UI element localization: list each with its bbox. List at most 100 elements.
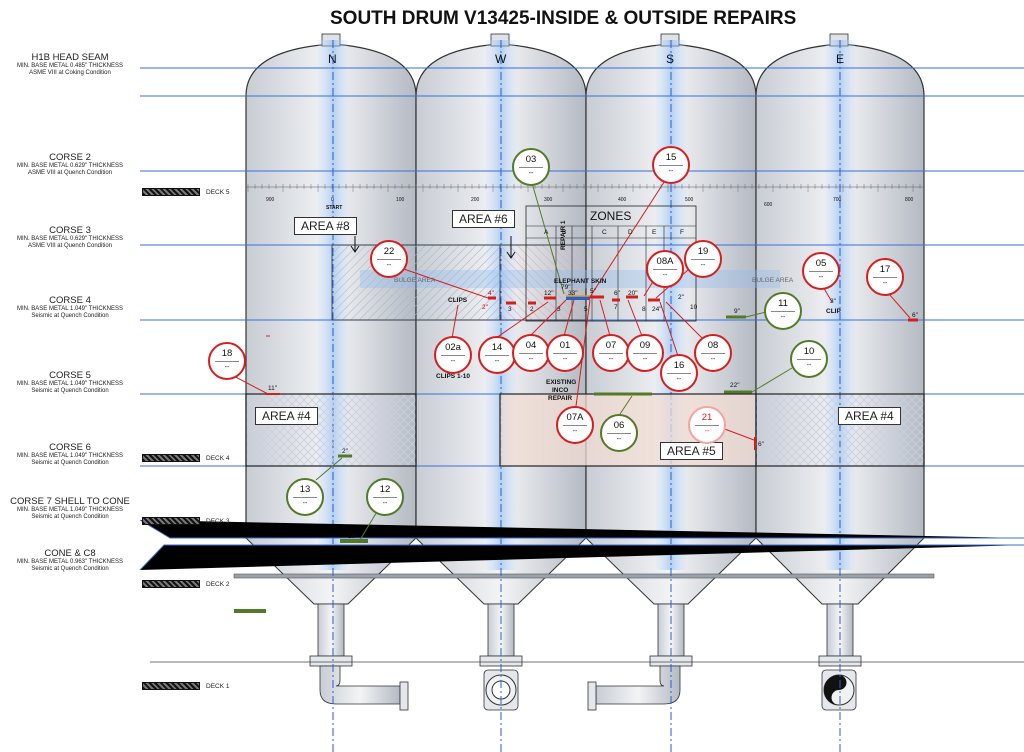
callout-number: 15 [659, 153, 683, 166]
callout-value: -- [662, 272, 668, 279]
scale-tick-label: 800 [905, 197, 914, 203]
deck-hatch-icon [142, 188, 200, 196]
callout-bubble: 01 -- [546, 334, 584, 372]
callout-value: -- [608, 356, 614, 363]
callout-bubble: 04-- [512, 334, 550, 372]
measure-label: 7 [614, 304, 618, 311]
callout-bubble: 08 -- [694, 334, 732, 372]
callout-bubble: 19-- [684, 240, 722, 278]
callout-number: 04 [519, 341, 543, 354]
callout-number: 13 [293, 485, 317, 498]
callout-bubble: 21-- [688, 406, 726, 444]
deck-hatch-icon [142, 454, 200, 462]
callout-value: -- [704, 428, 710, 435]
callout-bubble: 13-- [286, 478, 324, 516]
callout-number: 08 [701, 341, 725, 354]
callout-number: 17 [873, 265, 897, 278]
measure-label: 8 [642, 306, 646, 313]
callout-value: -- [882, 280, 888, 287]
clips-note: CLIPS [448, 297, 468, 304]
callout-number: 18 [215, 349, 239, 362]
measure-label: 3 [508, 306, 512, 313]
callout-value: -- [562, 356, 568, 363]
zones-title: ZONES [590, 209, 632, 223]
deck-marker: DECK 4 [142, 454, 229, 462]
callout-bubble: 05-- [802, 252, 840, 290]
measure-label: 12" [544, 290, 554, 297]
bulge-area-note: BULGE AREA [752, 277, 794, 284]
direction-north: N [328, 52, 337, 66]
callout-bubble: 07-- [592, 334, 630, 372]
existing-repair-note: INCO [552, 387, 569, 394]
measure-label: 18" [348, 533, 358, 540]
deck-hatch-icon [142, 517, 200, 525]
callout-bubble: 09 -- [626, 334, 664, 372]
measure-label: 3 [557, 306, 561, 313]
callout-value: -- [642, 356, 648, 363]
callout-value: -- [450, 358, 456, 365]
callout-value: -- [780, 314, 786, 321]
callout-bubble: 08A -- [646, 250, 684, 288]
callout-bubble: 16 -- [660, 354, 698, 392]
measure-label: 4" [488, 290, 494, 297]
scale-tick-label: 900 [266, 197, 275, 203]
direction-south: S [666, 52, 675, 66]
page-title: SOUTH DRUM V13425-INSIDE & OUTSIDE REPAI… [330, 8, 797, 29]
callout-number: 14 [485, 343, 509, 356]
callout-number: 08A [653, 257, 677, 270]
callout-value: -- [806, 362, 812, 369]
drum-shell [150, 33, 1024, 711]
zone-letter: A [544, 229, 549, 236]
scale-tick-label: 300 [544, 197, 553, 203]
callout-value: -- [382, 500, 388, 507]
callout-number: 07A [563, 413, 587, 426]
deck-marker: DECK 2 [142, 580, 229, 588]
measure-label: 6" [614, 290, 620, 297]
deck-hatch-icon [142, 682, 200, 690]
measure-label: 6" [758, 441, 764, 448]
callout-number: 22 [377, 247, 401, 260]
zone-repair-label: REPAIR 1 [560, 220, 567, 251]
zone-letter: C [602, 229, 607, 236]
callout-value: -- [494, 358, 500, 365]
callout-bubble: 03 -- [512, 148, 550, 186]
callout-bubble: 14 -- [478, 336, 516, 374]
area-label-8: AREA #8 [294, 217, 357, 235]
callout-number: 09 [633, 341, 657, 354]
elephant-skin-note: ELEPHANT SKIN [554, 278, 607, 285]
callout-number: 01 [553, 341, 577, 354]
callout-number: 02a [441, 343, 465, 356]
direction-west: W [495, 52, 507, 66]
callout-value: -- [616, 436, 622, 443]
callout-value: -- [528, 170, 534, 177]
callout-bubble: 02a -- [434, 336, 472, 374]
scale-tick-label: 0 [331, 197, 334, 203]
repair-marks [234, 295, 918, 613]
callout-number: 16 [667, 361, 691, 374]
measure-label: 24" [652, 306, 662, 313]
callout-value: -- [818, 274, 824, 281]
callout-bubble: 11-- [764, 292, 802, 330]
callout-value: -- [668, 168, 674, 175]
callout-value: -- [710, 356, 716, 363]
callout-value: -- [224, 364, 230, 371]
measure-label: 3" [830, 298, 836, 305]
start-label: START [326, 205, 343, 211]
callout-value: -- [676, 376, 682, 383]
measure-label: 5" [590, 288, 596, 295]
direction-east: E [836, 52, 845, 66]
callout-number: 03 [519, 155, 543, 168]
measure-label: 79" [561, 284, 571, 291]
callout-number: 10 [797, 347, 821, 360]
zone-letter: D [628, 229, 633, 236]
existing-repair-note: REPAIR [548, 395, 573, 402]
clip-note: CLIP [826, 308, 841, 315]
callout-number: 06 [607, 421, 631, 434]
scale-minor-ticks [247, 184, 921, 192]
measure-label: 33" [568, 290, 578, 297]
